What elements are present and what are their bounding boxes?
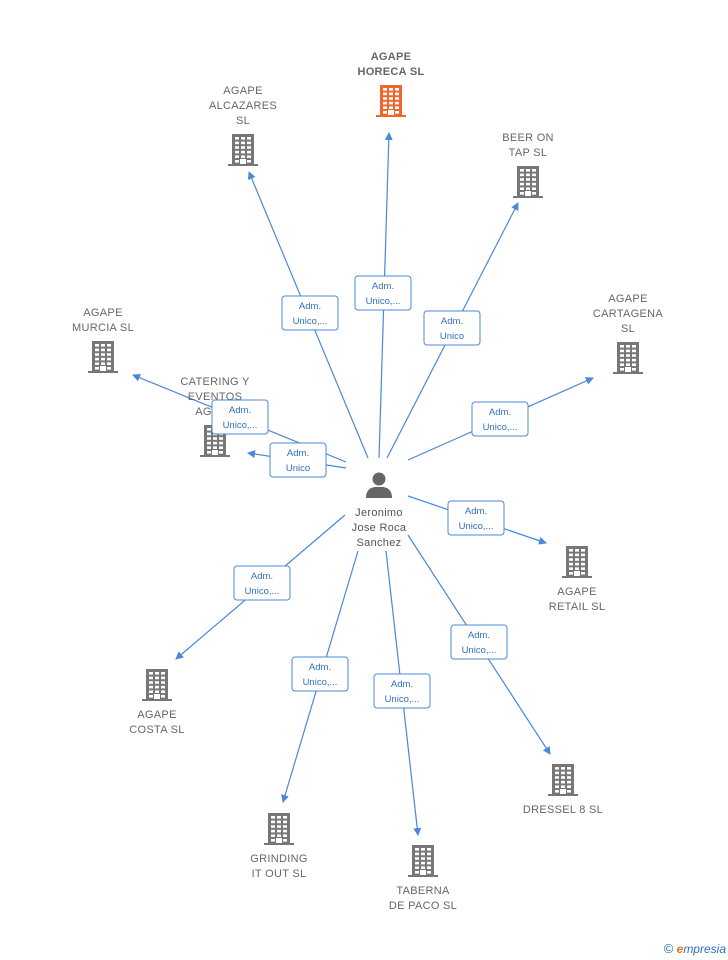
edge-label-box: [423, 310, 481, 346]
company-label: AGAPE: [608, 293, 647, 305]
edge-label-box: [471, 401, 529, 437]
edge-labels-layer: Adm.Unico,...Adm.Unico,...Adm.UnicoAdm.U…: [211, 275, 529, 709]
company-label: SL: [621, 323, 635, 335]
copyright-symbol: ©: [663, 941, 674, 956]
edge-label-beer-on-tap[interactable]: Adm. Unico: [423, 310, 481, 346]
footer-brand[interactable]: © empresia: [664, 941, 726, 956]
person-label: Jeronimo: [355, 507, 403, 519]
company-label: BEER ON: [502, 132, 554, 144]
company-node-agape-retail[interactable]: AGAPE RETAIL SL: [549, 546, 606, 613]
edge-label-box: [450, 624, 508, 660]
edge-label-text: Adm.: [468, 630, 490, 641]
company-node-agape-alcazares[interactable]: AGAPE ALCAZARES SL: [209, 85, 277, 166]
edge-label-agape-retail[interactable]: Adm. Unico,...: [447, 500, 505, 536]
edge-label-text: Unico,...: [385, 694, 420, 705]
company-label: TABERNA: [396, 885, 450, 897]
edge-label-text: Adm.: [372, 281, 394, 292]
edge-label-text: Unico,...: [459, 521, 494, 532]
building-icon: [88, 341, 118, 373]
building-icon: [142, 669, 172, 701]
company-node-taberna-de-paco[interactable]: TABERNA DE PACO SL: [389, 845, 457, 912]
brand-name: mpresia: [683, 942, 726, 956]
person-icon: [366, 472, 392, 498]
company-label: AGAPE: [371, 51, 412, 63]
company-node-agape-horeca[interactable]: AGAPE HORECA SL: [357, 51, 424, 117]
company-label: AGAPE: [83, 307, 122, 319]
company-label: ALCAZARES: [209, 100, 277, 112]
person-label: Sanchez: [357, 537, 402, 549]
building-icon: [408, 845, 438, 877]
edge-label-text: Adm.: [287, 448, 309, 459]
company-label: CATERING Y: [180, 376, 250, 388]
building-icon: [376, 85, 406, 117]
company-label: HORECA SL: [357, 66, 424, 78]
company-node-agape-cartagena[interactable]: AGAPE CARTAGENA SL: [593, 293, 664, 374]
company-label: RETAIL SL: [549, 601, 606, 613]
edge-label-text: Unico: [440, 331, 464, 342]
company-label: AGAPE: [137, 709, 176, 721]
company-label: CARTAGENA: [593, 308, 664, 320]
edge-label-catering-eventos[interactable]: Adm. Unico: [269, 442, 327, 478]
edge-label-text: Unico,...: [366, 296, 401, 307]
edges-layer: [132, 132, 594, 836]
edge-label-grinding-it-out[interactable]: Adm. Unico,...: [291, 656, 349, 692]
company-label: AGAPE: [223, 85, 262, 97]
company-node-grinding-it-out[interactable]: GRINDING IT OUT SL: [250, 813, 307, 880]
person-label: Jose Roca: [352, 522, 407, 534]
edge-label-dressel-8[interactable]: Adm. Unico,...: [450, 624, 508, 660]
company-label: DRESSEL 8 SL: [523, 804, 603, 816]
building-icon: [562, 546, 592, 578]
edge-label-text: Adm.: [489, 407, 511, 418]
edge-label-text: Unico,...: [483, 422, 518, 433]
company-node-beer-on-tap[interactable]: BEER ON TAP SL: [502, 132, 554, 198]
company-label: TAP SL: [509, 147, 548, 159]
edge-label-text: Unico,...: [462, 645, 497, 656]
edge-label-box: [373, 673, 431, 709]
edge-label-text: Unico,...: [245, 586, 280, 597]
edge-label-text: Adm.: [391, 679, 413, 690]
edge-label-box: [447, 500, 505, 536]
edge-label-box: [354, 275, 412, 311]
company-label: IT OUT SL: [252, 868, 307, 880]
edge-label-agape-alcazares[interactable]: Adm. Unico,...: [281, 295, 339, 331]
building-icon: [548, 764, 578, 796]
building-icon: [613, 342, 643, 374]
edge-label-box: [233, 565, 291, 601]
edge-label-text: Unico: [286, 463, 310, 474]
company-label: DE PACO SL: [389, 900, 457, 912]
company-node-agape-murcia[interactable]: AGAPE MURCIA SL: [72, 307, 134, 373]
edge-label-text: Adm.: [441, 316, 463, 327]
edge-label-text: Unico,...: [223, 420, 258, 431]
company-node-agape-costa[interactable]: AGAPE COSTA SL: [129, 669, 184, 736]
edge-label-box: [211, 399, 269, 435]
brand-initial: e: [676, 942, 684, 956]
edge-label-agape-murcia[interactable]: Adm. Unico,...: [211, 399, 269, 435]
edge-label-text: Adm.: [465, 506, 487, 517]
edge-label-text: Adm.: [229, 405, 251, 416]
edge-label-box: [269, 442, 327, 478]
edge-label-agape-costa[interactable]: Adm. Unico,...: [233, 565, 291, 601]
edge-label-text: Unico,...: [303, 677, 338, 688]
edge-label-text: Adm.: [309, 662, 331, 673]
edge-label-text: Adm.: [251, 571, 273, 582]
nodes-layer: AGAPE HORECA SL AGAPE ALCAZARES SL BEER ON TAP…: [72, 51, 663, 912]
company-label: COSTA SL: [129, 724, 184, 736]
edge-label-agape-cartagena[interactable]: Adm. Unico,...: [471, 401, 529, 437]
building-icon: [228, 134, 258, 166]
company-label: SL: [236, 115, 250, 127]
edge-label-box: [281, 295, 339, 331]
edge-label-agape-horeca[interactable]: Adm. Unico,...: [354, 275, 412, 311]
company-label: MURCIA SL: [72, 322, 134, 334]
company-label: AGAPE: [557, 586, 596, 598]
edge-label-text: Adm.: [299, 301, 321, 312]
company-label: GRINDING: [250, 853, 307, 865]
building-icon: [513, 166, 543, 198]
edge-label-box: [291, 656, 349, 692]
edge-label-taberna-de-paco[interactable]: Adm. Unico,...: [373, 673, 431, 709]
building-icon: [264, 813, 294, 845]
edge-label-text: Unico,...: [293, 316, 328, 327]
company-node-dressel-8[interactable]: DRESSEL 8 SL: [523, 764, 603, 816]
